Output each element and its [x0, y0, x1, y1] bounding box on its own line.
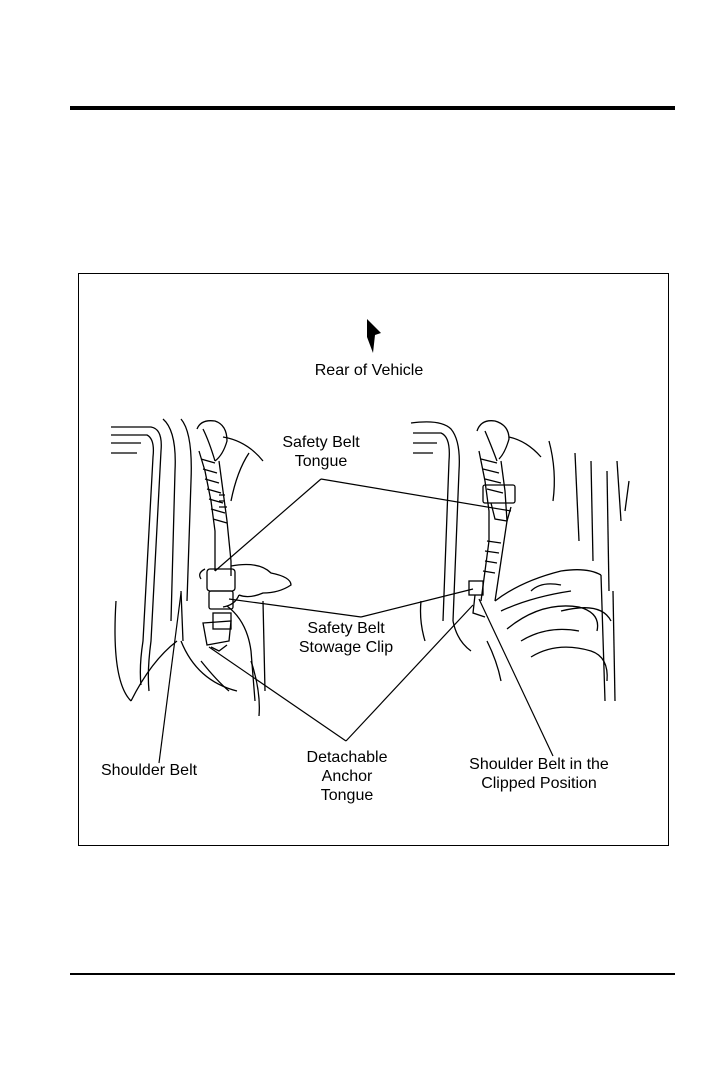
- label-shoulder-belt-clipped: Shoulder Belt in the Clipped Position: [449, 755, 629, 793]
- footer-rule: [70, 973, 675, 975]
- left-seat-scene: [111, 419, 291, 716]
- label-safety-belt-stowage-clip: Safety Belt Stowage Clip: [281, 619, 411, 657]
- right-seat-scene: [411, 421, 629, 701]
- label-shoulder-belt: Shoulder Belt: [101, 761, 241, 780]
- header-rule: [70, 106, 675, 110]
- arrow-icon: [367, 319, 381, 353]
- label-safety-belt-tongue: Safety Belt Tongue: [266, 433, 376, 471]
- label-rear-of-vehicle: Rear of Vehicle: [289, 361, 449, 380]
- figure-frame: Rear of Vehicle Safety Belt Tongue Safet…: [78, 273, 669, 846]
- label-detachable-anchor-tongue: Detachable Anchor Tongue: [282, 748, 412, 805]
